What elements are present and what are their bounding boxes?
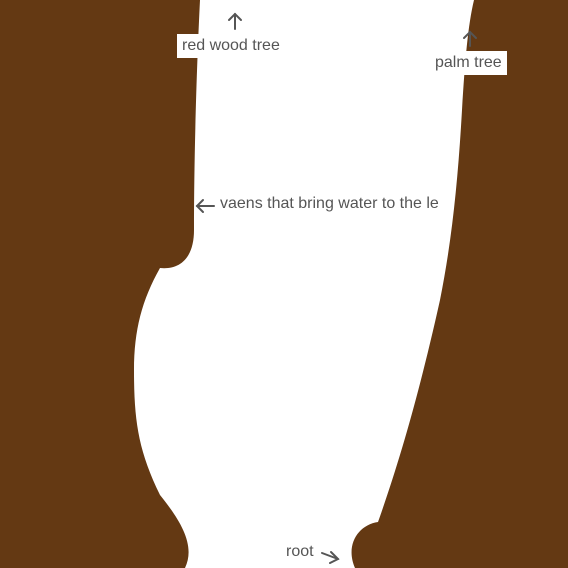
palm-trunk-shape xyxy=(351,0,568,568)
red-wood-tree-label: red wood tree xyxy=(177,34,285,58)
redwood-trunk-shape xyxy=(0,0,200,568)
root-label: root xyxy=(286,543,314,560)
palm-up-arrow-icon xyxy=(463,30,477,47)
left-arrow-icon xyxy=(195,199,215,213)
veins-label: vaens that bring water to the le xyxy=(218,194,443,214)
up-arrow-icon xyxy=(228,12,242,30)
palm-tree-label: palm tree xyxy=(430,51,507,75)
right-arrow-icon xyxy=(321,551,340,564)
